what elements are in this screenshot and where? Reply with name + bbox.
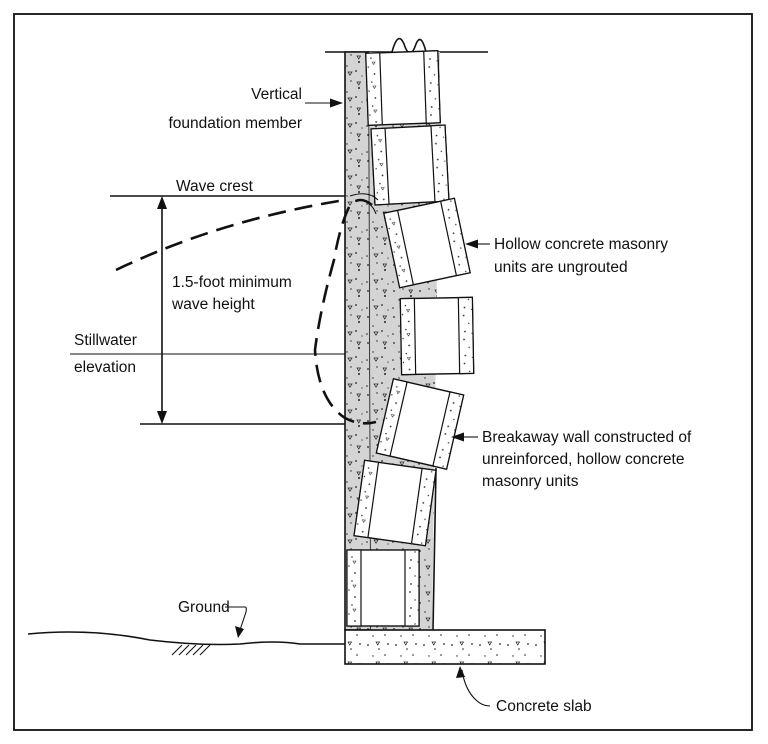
wave-splash	[349, 193, 379, 215]
masonry-unit	[383, 197, 471, 289]
leader-arrow	[235, 626, 244, 638]
label-wave-height-2: wave height	[171, 296, 255, 313]
masonry-units	[346, 50, 475, 627]
label-vertical-foundation-1: Vertical	[251, 86, 302, 103]
masonry-unit	[375, 378, 465, 470]
masonry-unit	[353, 459, 437, 547]
leader-arrow	[330, 98, 343, 108]
wave-breaking-profile	[313, 198, 377, 425]
masonry-unit	[370, 124, 450, 206]
masonry-unit	[399, 296, 475, 376]
leader-ground	[225, 606, 247, 631]
leader-concrete-slab	[461, 669, 491, 707]
infill-right-edge	[432, 467, 437, 631]
concrete-slab	[344, 629, 546, 665]
label-ungrouted-2: units are ungrouted	[494, 259, 628, 276]
label-breakaway-3: masonry units	[482, 473, 579, 490]
wave-profile	[115, 198, 346, 272]
wave-height-dimension	[157, 196, 167, 424]
label-stillwater-2: elevation	[74, 359, 136, 376]
ground-hatch	[171, 644, 211, 656]
leader-arrow	[456, 666, 465, 678]
label-wave-height-1: 1.5-foot minimum	[172, 274, 292, 291]
label-stillwater-1: Stillwater	[74, 332, 137, 349]
label-ground: Ground	[178, 599, 230, 616]
leader-arrow	[451, 432, 464, 442]
masonry-unit	[365, 50, 441, 126]
diagram-frame	[13, 13, 753, 731]
top-break-line	[325, 37, 488, 54]
ground-line	[27, 631, 345, 646]
label-wave-crest: Wave crest	[176, 178, 254, 195]
label-ungrouted-1: Hollow concrete masonry	[494, 236, 668, 253]
masonry-unit	[346, 549, 420, 627]
leader-arrow	[465, 239, 478, 249]
label-vertical-foundation-2: foundation member	[168, 115, 302, 132]
label-concrete-slab: Concrete slab	[496, 698, 592, 715]
foundation-member	[344, 51, 372, 631]
label-breakaway-1: Breakaway wall constructed of	[482, 429, 692, 446]
label-breakaway-2: unreinforced, hollow concrete	[482, 451, 684, 468]
